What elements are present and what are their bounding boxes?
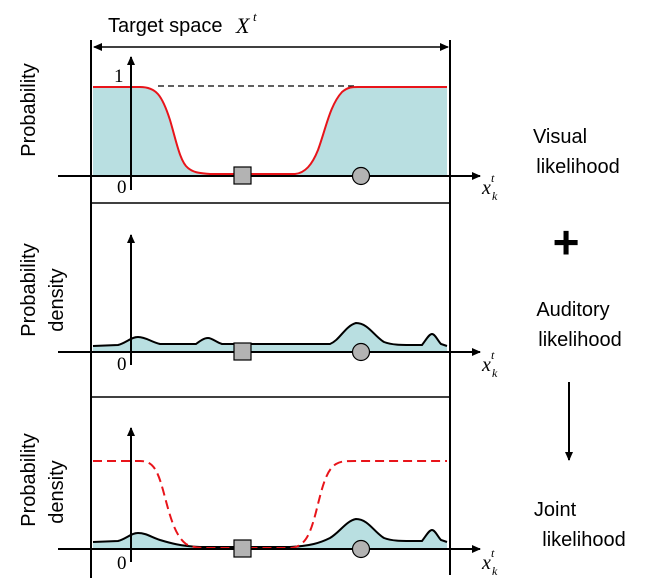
origin-label: 0 — [117, 354, 127, 375]
joint-likelihood-curve — [92, 517, 448, 548]
visual-likelihood-panel: 1 0 x t k Probability — [18, 56, 498, 203]
target-space-symbol: X — [235, 13, 251, 38]
square-marker — [233, 166, 252, 185]
auditory-likelihood-label-line-2: likelihood — [538, 329, 621, 351]
circle-marker — [351, 166, 371, 186]
auditory-likelihood-label-line-1: Auditory — [536, 299, 609, 321]
x-symbol: x — [481, 177, 491, 199]
joint-likelihood-panel: 0 x t k Probability density — [18, 427, 498, 578]
auditory-likelihood-curve — [92, 321, 448, 347]
circle-marker — [351, 539, 371, 559]
x-subscript: k — [492, 366, 498, 380]
x-symbol: x — [481, 354, 491, 376]
visual-likelihood-area — [93, 87, 447, 176]
joint-ylabel-line-1: Probability — [18, 433, 40, 526]
visual-likelihood-label-line-1: Visual — [533, 126, 587, 148]
x-superscript: t — [491, 171, 495, 185]
auditory-likelihood-area — [93, 323, 447, 352]
x-subscript: k — [492, 189, 498, 203]
target-space-label: Target space — [108, 15, 223, 37]
target-space-header: Target space X t — [90, 9, 451, 578]
joint-ylabel-line-2: density — [46, 460, 68, 523]
auditory-ylabel-line-1: Probability — [18, 243, 40, 336]
auditory-likelihood-panel: 0 x t k Probability density — [18, 234, 498, 380]
x-superscript: t — [491, 546, 495, 560]
origin-label: 0 — [117, 553, 127, 574]
x-superscript: t — [491, 348, 495, 362]
x-symbol: x — [481, 552, 491, 574]
y-tick-1: 1 — [114, 66, 124, 87]
x-subscript: k — [492, 564, 498, 578]
right-labels: Visual likelihood + Auditory likelihood … — [533, 126, 626, 551]
visual-likelihood-curve — [93, 86, 447, 175]
visual-ylabel: Probability — [18, 63, 40, 156]
origin-label: 0 — [117, 177, 127, 198]
target-space-sup: t — [253, 9, 257, 24]
joint-likelihood-label-line-2: likelihood — [542, 529, 625, 551]
plus-sign: + — [553, 216, 580, 268]
joint-likelihood-label-line-1: Joint — [534, 499, 577, 521]
circle-marker — [351, 342, 371, 362]
square-marker — [233, 342, 252, 361]
auditory-ylabel-line-2: density — [46, 268, 68, 331]
visual-likelihood-label-line-2: likelihood — [536, 156, 619, 178]
square-marker — [233, 539, 252, 558]
